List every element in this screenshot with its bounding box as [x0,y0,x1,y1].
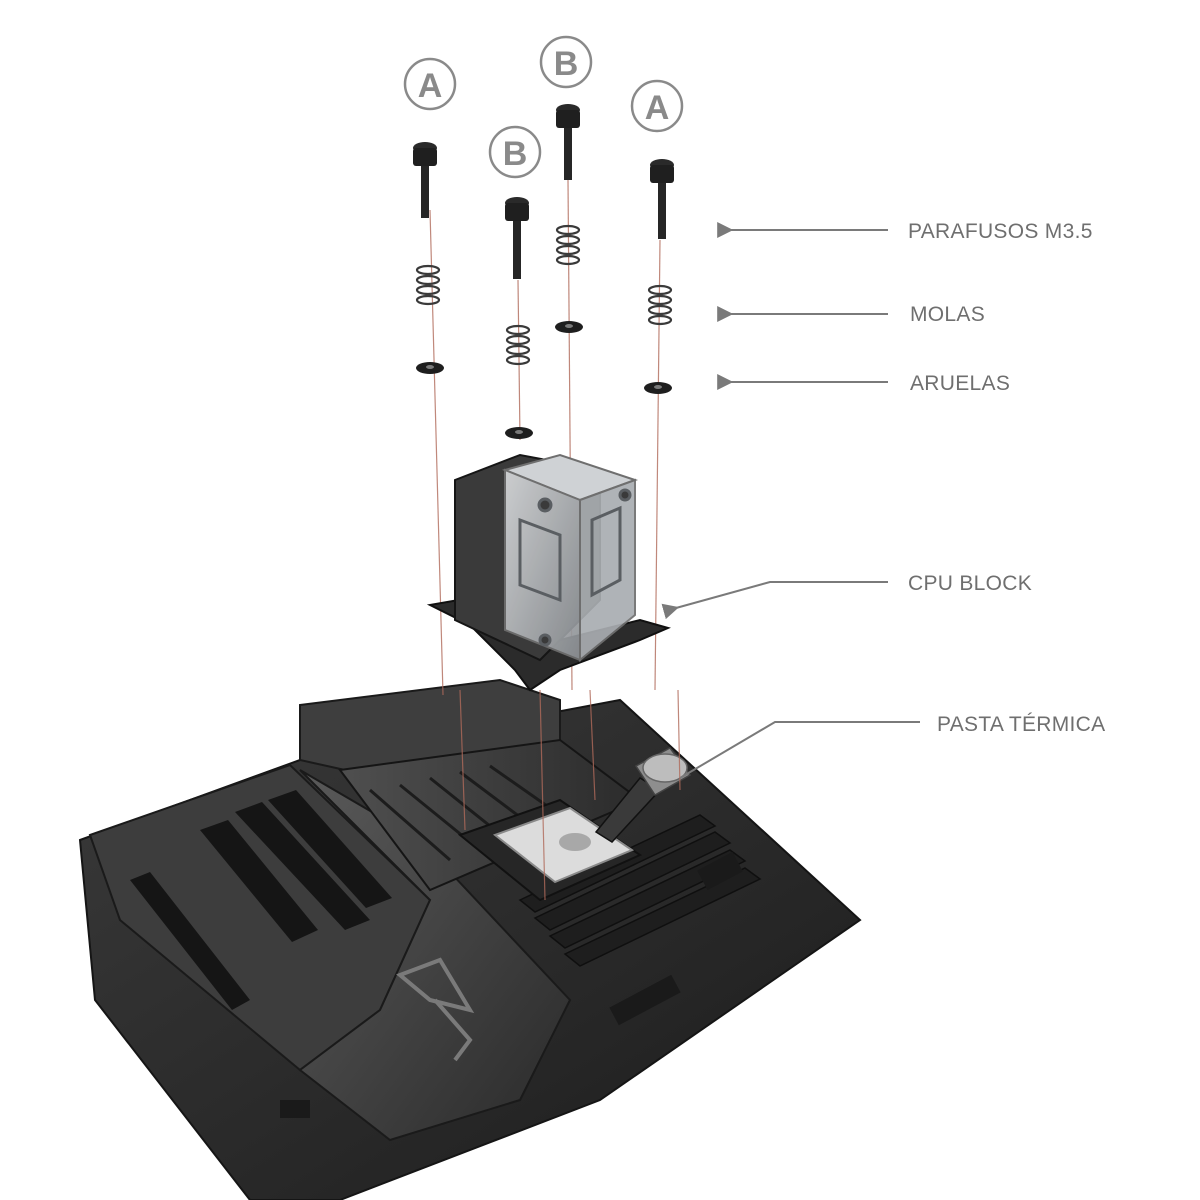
springs-label: MOLAS [910,303,985,326]
screw-badges: A B B A [403,35,684,179]
cpu-block-arrow [661,581,888,620]
screw-a-left [413,142,437,218]
thermal-paste-arrow [679,721,920,779]
board-connectors [280,851,743,1118]
thermal-paste-syringe [594,747,692,843]
spring-2 [505,324,531,366]
pcie-slots [130,790,392,1010]
cpu-block-label: CPU BLOCK [908,572,1032,595]
screw-b-left [505,197,529,279]
motherboard [78,678,862,1200]
spring-1 [415,264,441,306]
washer-2 [505,427,533,439]
thermal-paste-label: PASTA TÉRMICA [937,713,1105,736]
badge-letter: B [554,45,579,83]
washer-3 [555,321,583,333]
screw-a-right [650,159,674,239]
callout-arrows [661,222,920,779]
badge-b-left: B [488,125,542,179]
washers [416,321,672,439]
rog-logo [396,957,475,1062]
badge-letter: A [645,89,670,127]
screw-b-right [556,104,580,180]
thermal-paste-blob [559,833,591,851]
chipset-cover [298,769,572,1142]
cpu-block-internals [518,488,632,647]
badge-letter: A [418,67,443,105]
spring-4 [647,284,673,326]
callout-labels: PARAFUSOS M3.5 MOLAS ARUELAS CPU BLOCK P… [908,220,1105,736]
washers-label: ARUELAS [910,372,1010,395]
screws [413,104,674,279]
screws-label: PARAFUSOS M3.5 [908,220,1093,243]
badge-a-right: A [630,79,684,133]
badge-b-right: B [539,35,593,89]
washer-1 [416,362,444,374]
badge-a-left: A [403,57,457,111]
washer-4 [644,382,672,394]
spring-3 [555,224,581,266]
cpu-block [426,453,671,692]
springs [415,224,673,366]
badge-letter: B [503,135,528,173]
